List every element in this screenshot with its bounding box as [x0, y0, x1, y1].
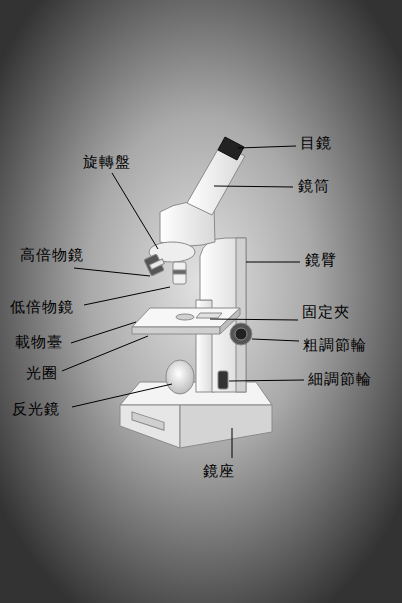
stage-hole	[176, 314, 194, 320]
part-label: 低倍物鏡	[10, 298, 74, 316]
leader-line	[84, 287, 170, 305]
base-left	[120, 405, 180, 448]
low-objective	[173, 262, 186, 284]
part-label: 鏡筒	[298, 177, 330, 195]
part-label: 鏡座	[203, 462, 235, 480]
part-label: 反光鏡	[12, 400, 60, 418]
stage-front	[132, 327, 220, 334]
coarse-knob-core	[235, 328, 247, 340]
leader-line	[210, 319, 298, 320]
eyepiece	[218, 137, 244, 160]
base-front	[180, 405, 272, 448]
base-slot	[132, 412, 164, 430]
stage-clip	[196, 313, 222, 318]
mirror	[166, 360, 194, 394]
leader-line	[214, 186, 293, 187]
high-objective	[144, 254, 164, 276]
part-label: 目鏡	[300, 134, 332, 152]
stage-side	[220, 308, 240, 334]
part-label: 載物臺	[15, 333, 63, 351]
part-label: 旋轉盤	[83, 153, 131, 171]
leader-line	[232, 428, 233, 458]
leader-line	[252, 339, 299, 341]
leader-line	[246, 262, 300, 263]
part-label: 固定夾	[302, 303, 350, 321]
leader-line	[229, 380, 304, 381]
leader-line	[112, 173, 158, 249]
leader-line	[72, 384, 172, 407]
part-label: 鏡臂	[305, 251, 337, 269]
low-objective-band	[173, 270, 186, 274]
leader-line	[238, 146, 296, 148]
part-label: 光圈	[26, 364, 58, 382]
fine-knob	[218, 371, 228, 389]
coarse-knob	[230, 323, 252, 345]
high-objective-band	[150, 259, 165, 269]
part-label: 粗調節輪	[303, 336, 367, 354]
leader-lines	[62, 146, 304, 458]
part-label: 高倍物鏡	[20, 246, 84, 264]
part-label: 細調節輪	[308, 370, 372, 388]
leader-line	[71, 322, 136, 343]
leader-line	[62, 336, 148, 371]
leader-line	[74, 268, 150, 276]
